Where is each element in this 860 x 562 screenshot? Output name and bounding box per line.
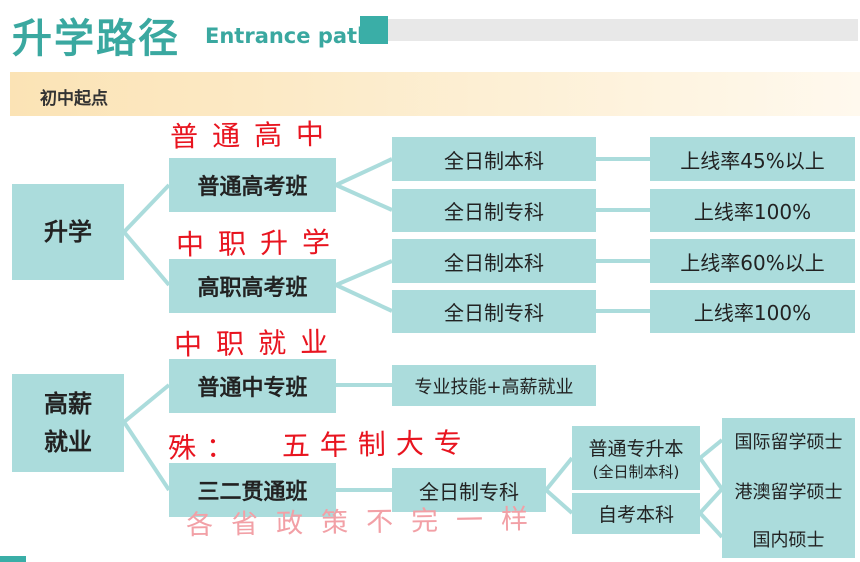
root-further-study-label: 升学 [44, 217, 92, 246]
start-point-label: 初中起点 [40, 89, 108, 109]
root-further-study: 升学 [12, 184, 124, 280]
path-fulltime-college-2: 全日制专科 [392, 290, 596, 333]
class-secondary-vocational: 普通中专班 [169, 359, 336, 413]
masters-international: 国际留学硕士 [734, 432, 843, 453]
root-high-salary-employment-label: 高薪 就业 [44, 389, 92, 456]
path-fulltime-college-3: 全日制专科 [392, 468, 546, 512]
rate-45-percent: 上线率45%以上 [650, 137, 855, 181]
class-general-gaokao-label: 普通高考班 [197, 175, 308, 200]
root-high-salary-employment: 高薪 就业 [12, 374, 124, 472]
upgrade-self-study-bachelor-label: 自考本科 [597, 504, 674, 526]
rate-100-percent-1-label: 上线率100% [693, 200, 812, 224]
path-skills-employment: 专业技能+高薪就业 [392, 365, 596, 406]
class-secondary-vocational-label: 普通中专班 [197, 376, 308, 401]
handwritten-note-policy-varies: 各省政策不完一样 [185, 503, 547, 542]
path-skills-employment-label: 专业技能+高薪就业 [414, 376, 574, 398]
rate-60-percent-label: 上线率60%以上 [680, 250, 825, 275]
path-fulltime-bachelor-1-label: 全日制本科 [444, 148, 544, 173]
upgrade-regular-bachelor-note: (全日制本科) [592, 463, 680, 481]
title-accent-bar [388, 19, 858, 41]
class-three-two-program: 三二贯通班 [169, 463, 336, 517]
path-fulltime-college-3-label: 全日制专科 [419, 479, 519, 504]
handwritten-note-general-high-school: 普通高中 [169, 117, 339, 154]
class-vocational-gaokao-label: 高职高考班 [197, 276, 308, 301]
path-fulltime-bachelor-2: 全日制本科 [392, 239, 596, 283]
upgrade-self-study-bachelor: 自考本科 [572, 493, 700, 534]
page-subtitle: Entrance path [205, 24, 373, 48]
handwritten-note-vocational-employment: 中职就业 [173, 325, 343, 362]
rate-100-percent-1: 上线率100% [650, 189, 855, 232]
corner-accent [0, 556, 26, 562]
masters-domestic: 国内硕士 [752, 530, 825, 551]
masters-hk-macau: 港澳留学硕士 [734, 482, 843, 503]
path-fulltime-bachelor-1: 全日制本科 [392, 137, 596, 181]
masters-panel [722, 418, 855, 558]
rate-100-percent-2: 上线率100% [650, 290, 855, 333]
rate-60-percent: 上线率60%以上 [650, 239, 855, 283]
class-three-two-program-label: 三二贯通班 [197, 480, 308, 505]
rate-45-percent-label: 上线率45%以上 [680, 148, 825, 173]
upgrade-regular-bachelor: 普通专升本 (全日制本科) [572, 426, 700, 490]
class-general-gaokao: 普通高考班 [169, 158, 336, 212]
path-fulltime-bachelor-2-label: 全日制本科 [444, 250, 544, 275]
path-fulltime-college-1-label: 全日制专科 [444, 200, 544, 224]
start-point-band [10, 72, 860, 116]
page-title: 升学路径 [12, 16, 180, 62]
handwritten-note-vocational-study: 中职升学 [175, 225, 345, 262]
path-fulltime-college-2-label: 全日制专科 [444, 301, 544, 325]
rate-100-percent-2-label: 上线率100% [693, 301, 812, 325]
upgrade-regular-bachelor-label: 普通专升本 [588, 438, 684, 460]
path-fulltime-college-1: 全日制专科 [392, 189, 596, 232]
class-vocational-gaokao: 高职高考班 [169, 259, 336, 313]
handwritten-note-five-year-college: 殊： 五年制大专 [167, 426, 473, 465]
title-accent-square [360, 16, 388, 44]
